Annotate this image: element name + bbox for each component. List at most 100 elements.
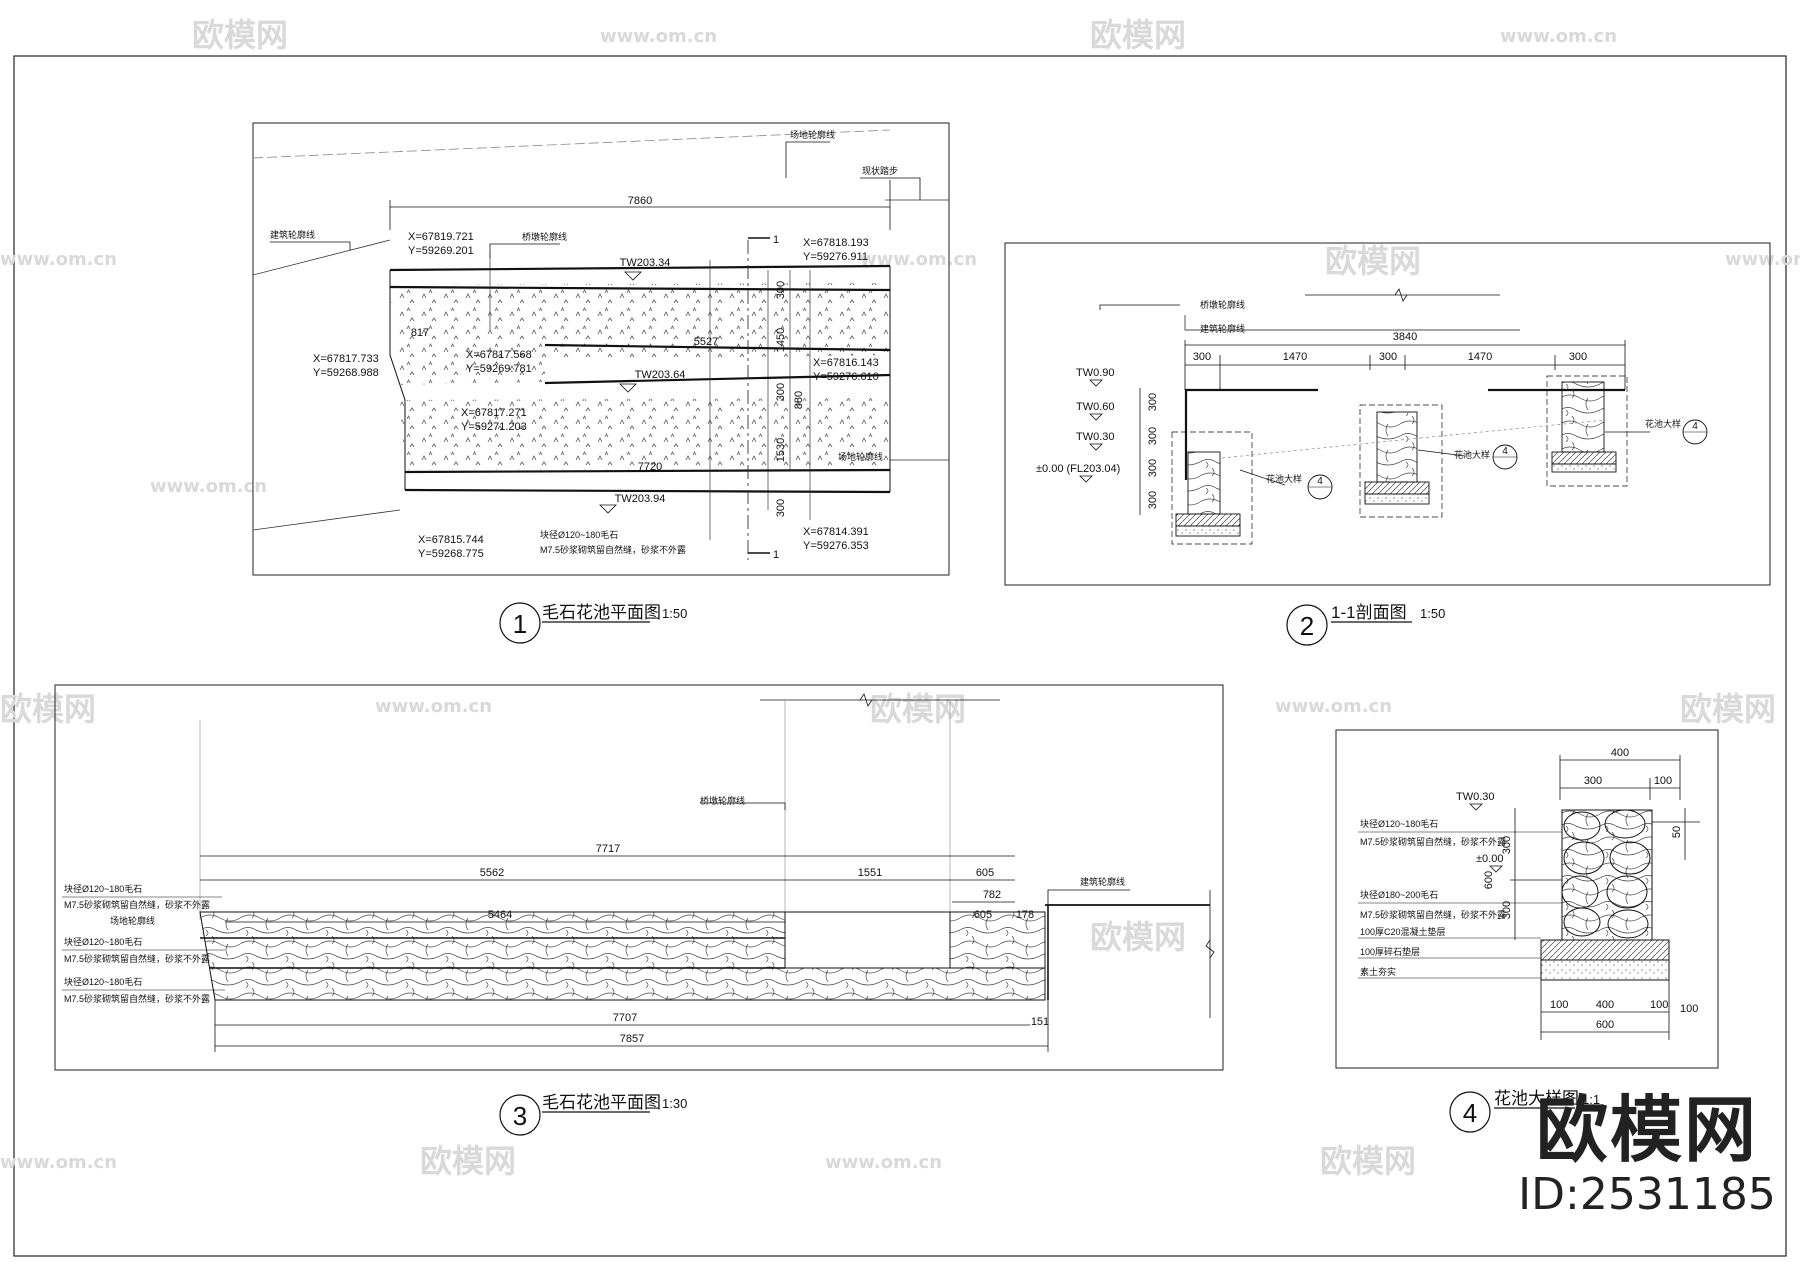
svg-text:7707: 7707 — [613, 1012, 637, 1024]
watermark-layer: 欧模网 www.om.cn 欧模网 www.om.cn www.om.cn ww… — [0, 16, 1800, 1180]
planter-section-low — [1171, 431, 1253, 545]
dim-817: 817 — [411, 327, 429, 339]
svg-text:Y=59276.911: Y=59276.911 — [803, 251, 868, 263]
svg-text:1:50: 1:50 — [662, 606, 687, 621]
dim-1530: 1530 — [775, 438, 787, 462]
detail-callout: 花池大样 4 — [1417, 444, 1518, 470]
plan-view-1: 1 1 7860 5527 7720 817 300 1450 300 1530… — [252, 122, 950, 576]
bridge-outline-label: 桥墩轮廓线 — [522, 231, 567, 242]
svg-text:1: 1 — [513, 609, 527, 639]
bridge-outline-label: 桥墩轮廓线 — [1200, 299, 1245, 310]
svg-text:100厚碎石垫层: 100厚碎石垫层 — [1360, 946, 1420, 957]
svg-text:Y=59276.610: Y=59276.610 — [813, 371, 879, 383]
tw-label: TW203.34 — [620, 257, 671, 269]
svg-text:4: 4 — [1463, 1098, 1477, 1128]
stone-column — [1561, 809, 1653, 941]
section-mark-bottom: 1 — [773, 549, 779, 561]
svg-text:1-1剖面图: 1-1剖面图 — [1331, 603, 1407, 622]
detail-notes: 块径Ø120~180毛石 M7.5砂浆砌筑留自然缝，砂浆不外露 块径Ø180~2… — [1358, 818, 1562, 979]
svg-text:Y=59271.203: Y=59271.203 — [461, 421, 527, 433]
svg-text:M7.5砂浆砌筑留自然缝，砂浆不外露: M7.5砂浆砌筑留自然缝，砂浆不外露 — [1360, 836, 1506, 847]
watermark-logo: 欧模网 — [1325, 242, 1421, 280]
svg-text:100: 100 — [1650, 999, 1668, 1011]
section-view-2: 桥墩轮廓线 建筑轮廓线 3840 300 1470 300 1470 300 T… — [1004, 242, 1771, 586]
view-title-4: 4 花池大样图 1:1 — [1449, 1089, 1600, 1133]
site-outline-label: 场地轮廓线 — [838, 451, 883, 462]
svg-text:3: 3 — [513, 1101, 527, 1131]
watermark-logo: 欧模网 — [192, 16, 288, 54]
watermark-site: www.om.cn — [150, 476, 267, 497]
brand-watermark: 欧模网 ID:2531185 — [1512, 1090, 1782, 1220]
svg-text:300: 300 — [1147, 393, 1159, 411]
section-mark-top: 1 — [773, 234, 779, 246]
watermark-logo: 欧模网 — [870, 690, 966, 728]
sheet-border — [13, 55, 1787, 1257]
building-outline-label: 建筑轮廓线 — [270, 229, 315, 240]
svg-text:300: 300 — [1501, 836, 1513, 854]
watermark-logo: 欧模网 — [1090, 918, 1186, 956]
svg-text:块径Ø120~180毛石: 块径Ø120~180毛石 — [64, 936, 142, 947]
svg-text:X=67815.744: X=67815.744 — [418, 534, 484, 546]
detail-callout: 花池大样 4 — [1239, 469, 1333, 500]
watermark-logo: 欧模网 — [1680, 690, 1776, 728]
svg-text:花池大样: 花池大样 — [1454, 449, 1490, 460]
svg-text:1470: 1470 — [1283, 351, 1307, 363]
watermark-site: www.om.cn — [1500, 26, 1617, 47]
svg-text:300: 300 — [1501, 901, 1513, 919]
svg-text:300: 300 — [1147, 427, 1159, 445]
svg-text:100: 100 — [1550, 999, 1568, 1011]
svg-text:X=67819.721: X=67819.721 — [408, 231, 474, 243]
svg-text:X=67816.143: X=67816.143 — [813, 357, 879, 369]
svg-text:50: 50 — [1671, 826, 1683, 838]
svg-text:100: 100 — [1680, 1003, 1698, 1015]
svg-text:±0.00 (FL203.04): ±0.00 (FL203.04) — [1036, 463, 1120, 475]
watermark-site: www.om.cn — [1275, 696, 1392, 717]
watermark-site: www.om.cn — [860, 249, 977, 270]
site-outline-label: 场地轮廓线 — [110, 915, 155, 926]
svg-text:X=67817.733: X=67817.733 — [313, 353, 379, 365]
svg-text:Y=59268.988: Y=59268.988 — [313, 367, 379, 379]
tw-label: TW203.64 — [635, 369, 686, 381]
svg-text:300: 300 — [1147, 491, 1159, 509]
watermark-logo: 欧模网 — [420, 1142, 516, 1180]
svg-text:2: 2 — [1300, 611, 1314, 641]
svg-text:1551: 1551 — [858, 867, 882, 879]
svg-text:TW0.60: TW0.60 — [1076, 401, 1115, 413]
dim-300: 300 — [775, 281, 787, 299]
brand-id: ID:2531185 — [1518, 1169, 1776, 1220]
watermark-site: www.om.cn — [0, 249, 117, 270]
svg-text:7717: 7717 — [596, 843, 620, 855]
tw-label: TW203.94 — [615, 493, 666, 505]
existing-steps-label: 现状踏步 — [862, 165, 898, 176]
svg-text:100厚C20混凝土垫层: 100厚C20混凝土垫层 — [1360, 926, 1446, 937]
svg-text:TW0.30: TW0.30 — [1456, 791, 1495, 803]
svg-text:151: 151 — [1031, 1016, 1049, 1028]
plan-view-3: 桥墩轮廓线 建筑轮廓线 场地轮廓线 7717 5562 1551 605 782… — [54, 684, 1224, 1071]
detail-view-4: 400 300 100 TW0.30 ±0.00 300 600 — [1335, 729, 1719, 1069]
svg-text:Y=59269.201: Y=59269.201 — [408, 245, 474, 257]
svg-text:100: 100 — [1654, 775, 1672, 787]
dim-1450: 1450 — [775, 328, 787, 352]
dim-300: 300 — [775, 383, 787, 401]
planter-section-mid — [1359, 404, 1443, 518]
svg-text:M7.5砂浆砌筑留自然缝，砂浆不外露: M7.5砂浆砌筑留自然缝，砂浆不外露 — [1360, 909, 1506, 920]
svg-text:X=67817.568: X=67817.568 — [466, 349, 532, 361]
watermark-site: www.om.cn — [1725, 249, 1800, 270]
view-title-1: 1 毛石花池平面图 1:50 — [499, 602, 687, 644]
brand-name: 欧模网 — [1535, 1088, 1758, 1172]
svg-text:600: 600 — [1596, 1019, 1614, 1031]
dim-5527: 5527 — [694, 336, 718, 348]
svg-text:Y=59269.781: Y=59269.781 — [466, 363, 532, 375]
svg-text:毛石花池平面图: 毛石花池平面图 — [542, 1093, 661, 1112]
svg-text:300: 300 — [1569, 351, 1587, 363]
svg-text:花池大样: 花池大样 — [1266, 473, 1302, 484]
svg-text:1:30: 1:30 — [662, 1096, 687, 1111]
watermark-logo: 欧模网 — [1090, 16, 1186, 54]
watermark-site: www.om.cn — [600, 26, 717, 47]
svg-text:X=67817.271: X=67817.271 — [461, 407, 527, 419]
watermark-site: www.om.cn — [375, 696, 492, 717]
svg-text:400: 400 — [1596, 999, 1614, 1011]
svg-text:Y=59268.775: Y=59268.775 — [418, 548, 484, 560]
svg-text:块径Ø120~180毛石: 块径Ø120~180毛石 — [64, 883, 142, 894]
